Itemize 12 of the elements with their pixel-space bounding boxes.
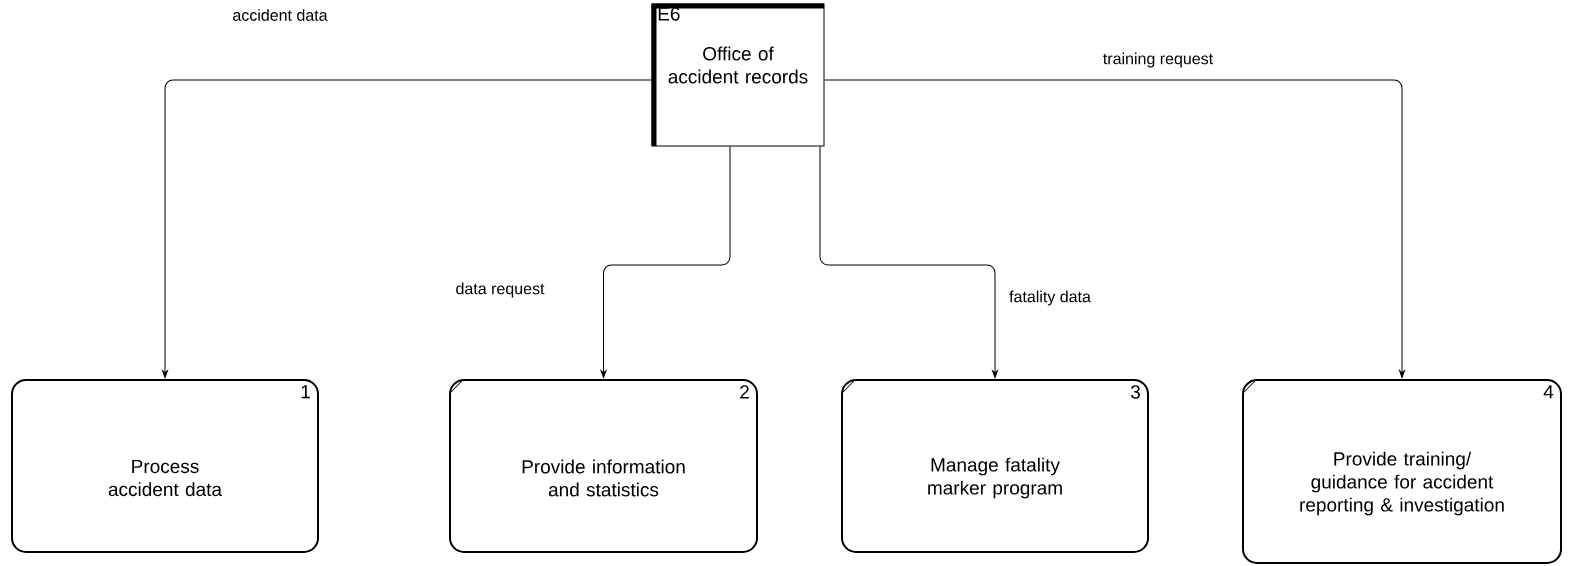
edge-label: training request bbox=[1101, 51, 1215, 69]
edge-label: data request bbox=[454, 281, 546, 299]
process-box: 1 Process accident data bbox=[11, 379, 319, 553]
process-box: 2 Provide information and statistics bbox=[449, 379, 758, 553]
process-box: 3 Manage fatality marker program bbox=[841, 379, 1149, 553]
arrow bbox=[824, 79, 1405, 378]
arrow bbox=[600, 146, 731, 378]
edge-label: fatality data bbox=[1008, 289, 1092, 307]
arrow bbox=[819, 146, 998, 378]
process-box: 4 Provide training/ guidance for accident reporting & investigation bbox=[1242, 379, 1562, 564]
arrow bbox=[162, 79, 652, 378]
edge-label: accident data bbox=[231, 8, 329, 22]
